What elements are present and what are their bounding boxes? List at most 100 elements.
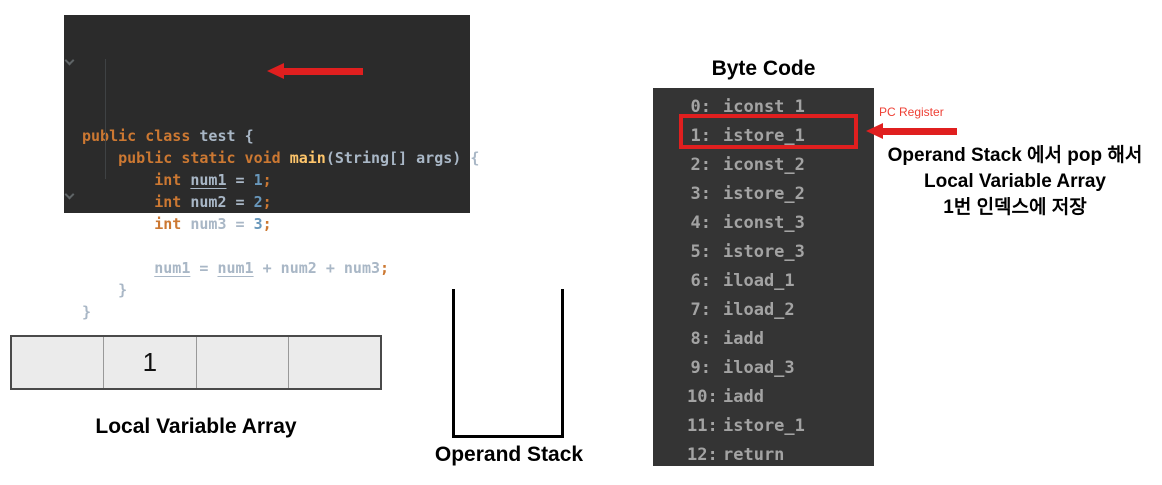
code-line: public static void main(String[] args) { <box>82 147 479 169</box>
array-cell <box>289 337 380 388</box>
code-token: num3 <box>190 215 227 233</box>
code-token: ; <box>262 171 272 189</box>
code-token: = <box>190 259 218 277</box>
pc-register-highlight-box <box>679 114 858 149</box>
bytecode-opcode: iload_3 <box>723 358 795 378</box>
bytecode-opcode: iconst_2 <box>723 155 805 175</box>
bytecode-instruction: 6: iload_1 <box>687 267 874 296</box>
code-token: + num2 + num3 <box>253 259 381 277</box>
bytecode-opcode: istore_3 <box>723 242 805 262</box>
bytecode-index: 10: <box>687 387 718 407</box>
code-lines: public class test { public static void m… <box>82 125 479 323</box>
code-token: main <box>289 149 326 167</box>
bytecode-instruction: 7:iload_2 <box>687 296 874 325</box>
code-token <box>82 259 154 277</box>
bytecode-opcode: iload_2 <box>723 300 795 320</box>
code-line: num1 = num1 + num2 + num3; <box>82 257 470 279</box>
bytecode-instruction: 5: istore_3 <box>687 238 874 267</box>
code-token: num1 <box>217 259 254 277</box>
code-fold-icon <box>64 189 75 200</box>
arrow-body <box>883 127 957 135</box>
indent-guide-line <box>105 59 106 179</box>
bytecode-instruction: 3: istore_2 <box>687 180 874 209</box>
code-line: int num2 = 2; <box>82 191 470 213</box>
bytecode-opcode: iload_1 <box>723 271 795 291</box>
code-token: = <box>226 193 254 211</box>
code-line: public class test { <box>82 125 470 147</box>
annotation-line: Operand Stack 에서 pop 해서 <box>887 145 1143 166</box>
code-line: int num1 = 1; <box>82 169 470 191</box>
code-line: int num3 = 3; <box>82 213 470 235</box>
bytecode-index: 4: <box>690 213 711 233</box>
code-token <box>82 215 154 233</box>
bytecode-title: Byte Code <box>711 57 816 80</box>
bytecode-opcode: istore_2 <box>723 184 805 204</box>
code-token: 3 <box>253 215 263 233</box>
bytecode-instruction: 4: iconst_3 <box>687 209 874 238</box>
bytecode-instruction: 8: iadd <box>687 325 874 354</box>
bytecode-instruction: 10:iadd <box>687 383 874 412</box>
code-token: = <box>226 215 254 233</box>
array-cell <box>197 337 289 388</box>
code-token: public static void <box>118 149 290 167</box>
code-line <box>82 235 470 257</box>
code-token: num1 <box>154 259 191 277</box>
bytecode-opcode: iadd <box>723 387 764 407</box>
code-line: } <box>82 279 470 301</box>
bytecode-panel: 0: iconst_1 1:istore_1 2: iconst_2 3: istore_2… <box>653 88 874 466</box>
code-token: } <box>82 281 128 299</box>
code-token <box>82 171 154 189</box>
code-token: int <box>154 215 191 233</box>
bytecode-opcode: istore_1 <box>723 126 805 146</box>
bytecode-opcode: iadd <box>723 329 764 349</box>
code-token: 2 <box>253 193 263 211</box>
bytecode-index: 3: <box>690 184 711 204</box>
pc-register-arrow-icon <box>866 123 957 139</box>
code-token <box>82 193 154 211</box>
arrow-head <box>866 123 883 139</box>
bytecode-index: 0: <box>690 97 711 117</box>
code-token: ; <box>262 193 272 211</box>
bytecode-index: 8: <box>690 329 711 349</box>
array-cell <box>12 337 105 388</box>
bytecode-index: 5: <box>690 242 711 262</box>
code-token: (String[] args) { <box>325 149 480 167</box>
code-token: 1 <box>253 171 263 189</box>
bytecode-opcode: iconst_3 <box>723 213 805 233</box>
bytecode-opcode: iconst_1 <box>723 97 805 117</box>
bytecode-opcode: return <box>723 445 785 465</box>
bytecode-instruction: 2: iconst_2 <box>687 151 874 180</box>
annotation-line: Local Variable Array <box>923 171 1106 192</box>
code-token: int <box>154 193 191 211</box>
code-token: public class <box>82 127 200 145</box>
code-token: num2 <box>190 193 227 211</box>
code-token: { <box>244 127 254 145</box>
bytecode-index: 9: <box>690 358 711 378</box>
code-editor-panel: public class test { public static void m… <box>64 15 479 321</box>
bytecode-index: 11: <box>687 416 718 436</box>
code-token: ; <box>262 215 272 233</box>
code-line: } <box>82 301 470 323</box>
code-token: ; <box>380 259 390 277</box>
annotation-line: 1번 인덱스에 저장 <box>943 197 1087 218</box>
bytecode-opcode: istore_1 <box>723 416 805 436</box>
code-token: test <box>199 127 245 145</box>
code-token <box>82 149 118 167</box>
code-highlight-arrow-icon <box>267 63 363 79</box>
bytecode-instruction: 1:istore_1 <box>687 122 874 151</box>
arrow-head <box>267 63 284 79</box>
code-token: = <box>226 171 254 189</box>
code-fold-icon <box>64 55 75 66</box>
operand-stack-label: Operand Stack <box>434 443 584 466</box>
bytecode-index: 12: <box>687 445 718 465</box>
operand-stack-shape <box>452 289 564 438</box>
code-token: num1 <box>190 171 227 189</box>
code-token: } <box>82 303 92 321</box>
bytecode-index: 6: <box>690 271 711 291</box>
bytecode-index: 2: <box>690 155 711 175</box>
local-variable-array: 1 <box>10 335 382 390</box>
bytecode-instruction: 0: iconst_1 <box>687 93 874 122</box>
bytecode-instruction: 11:istore_1 <box>687 412 874 441</box>
code-token: int <box>154 171 191 189</box>
